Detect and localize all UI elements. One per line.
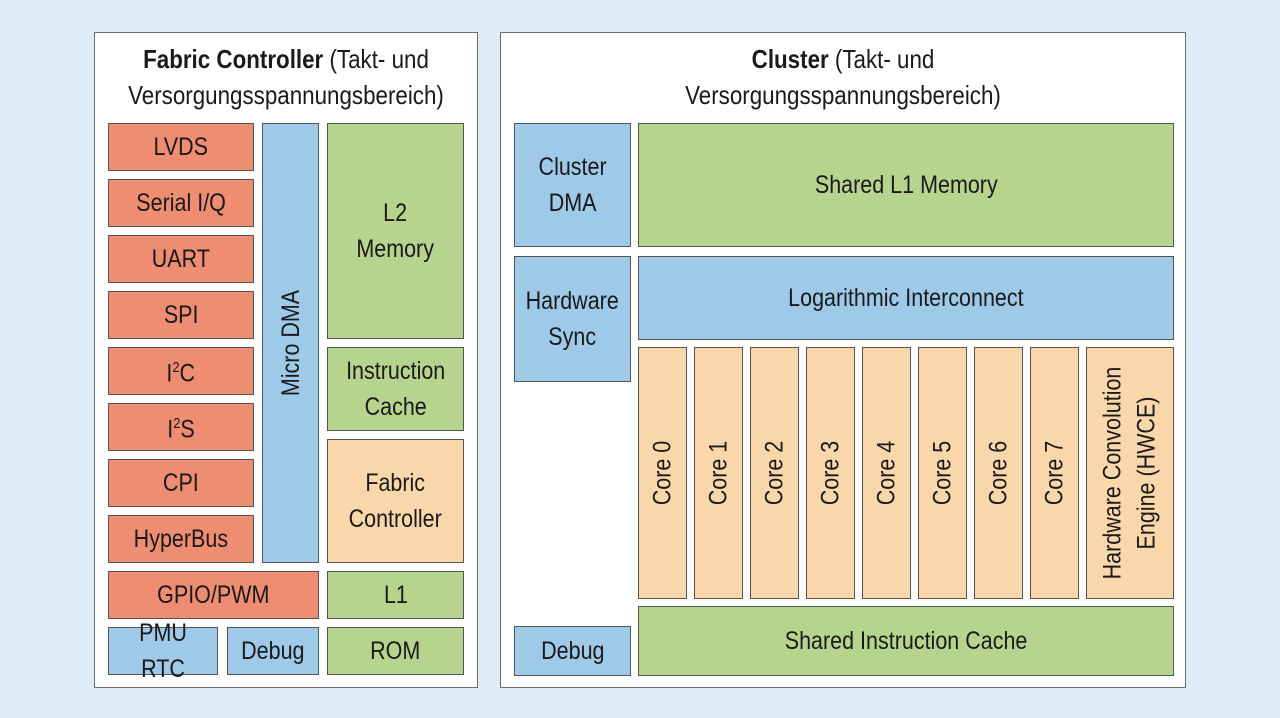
core-1-block: Core 1 (694, 347, 743, 599)
hyperbus-block: HyperBus (108, 515, 254, 563)
fabric-controller-title-line2: Versorgungsspannungsbereich) (128, 80, 444, 110)
pmu-rtc-block: PMU RTC (108, 619, 218, 683)
serial-iq-block: Serial I/Q (108, 179, 254, 227)
gpio-pwm-block: GPIO/PWM (108, 571, 319, 619)
uart-block: UART (108, 235, 254, 283)
shared-instruction-cache-block: Shared Instruction Cache (638, 606, 1174, 676)
l2-memory-block: L2 Memory (327, 123, 464, 339)
core-3-block: Core 3 (806, 347, 855, 599)
cluster-title-line2: Versorgungsspannungsbereich) (685, 80, 1001, 110)
fabric-controller-panel: Fabric Controller (Takt- und Versorgungs… (94, 32, 478, 688)
cluster-title: Cluster (Takt- und (751, 44, 935, 74)
lvds-block: LVDS (108, 123, 254, 171)
i2s-block: I2S (108, 403, 254, 451)
micro-dma-block: Micro DMA (262, 123, 319, 563)
spi-block: SPI (108, 291, 254, 339)
logarithmic-interconnect-block: Logarithmic Interconnect (638, 256, 1174, 340)
rom-block: ROM (327, 627, 464, 675)
cluster-panel: Cluster (Takt- und Versorgungsspannungsb… (500, 32, 1186, 688)
l1-block: L1 (327, 571, 464, 619)
core-7-block: Core 7 (1030, 347, 1079, 599)
cluster-dma-block: Cluster DMA (514, 123, 631, 247)
fabric-controller-title: Fabric Controller (Takt- und (143, 44, 429, 74)
i2c-block: I2C (108, 347, 254, 395)
core-2-block: Core 2 (750, 347, 799, 599)
core-4-block: Core 4 (862, 347, 911, 599)
hardware-sync-block: Hardware Sync (514, 256, 631, 382)
shared-l1-memory-block: Shared L1 Memory (638, 123, 1174, 247)
cluster-debug-block: Debug (514, 626, 631, 676)
hwce-block: Hardware Convolution Engine (HWCE) (1086, 347, 1174, 599)
cpi-block: CPI (108, 459, 254, 507)
core-0-block: Core 0 (638, 347, 687, 599)
core-5-block: Core 5 (918, 347, 967, 599)
fabric-controller-core-block: Fabric Controller (327, 439, 464, 563)
instruction-cache-block: Instruction Cache (327, 347, 464, 431)
core-6-block: Core 6 (974, 347, 1023, 599)
fabric-debug-block: Debug (227, 627, 319, 675)
